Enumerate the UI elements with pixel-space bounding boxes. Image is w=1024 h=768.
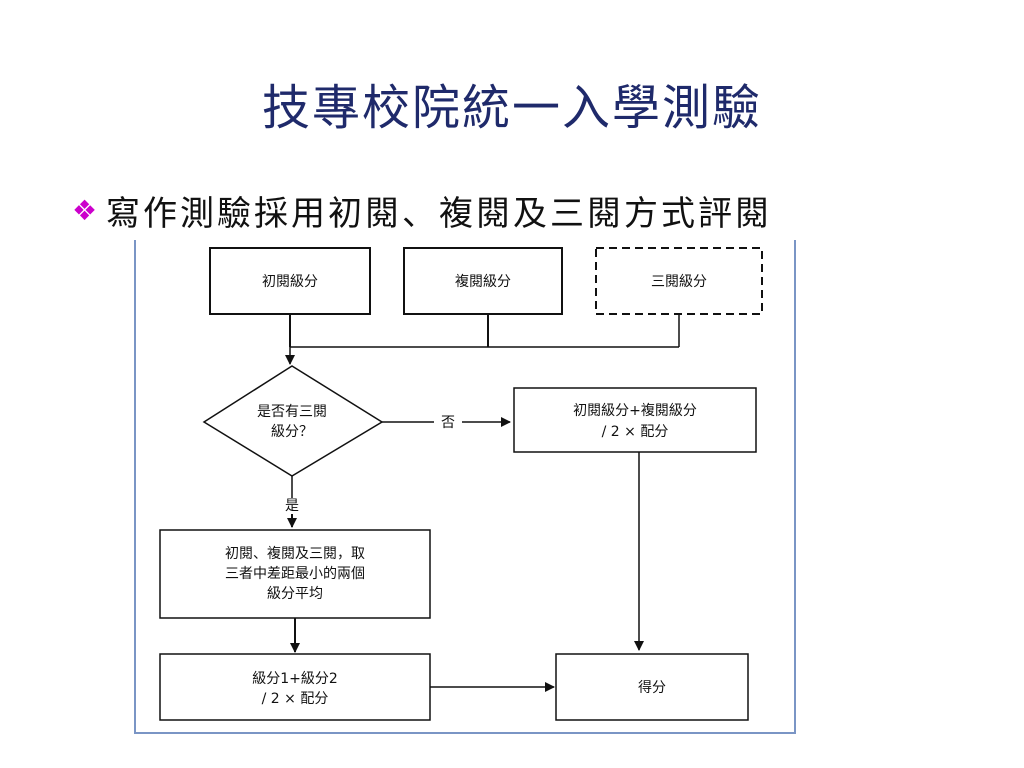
- formula-line1: 級分1+級分2: [252, 671, 338, 687]
- diamond-cluster-icon: ❖: [72, 193, 98, 227]
- no-label: 否: [441, 415, 455, 431]
- third-review-box: [595, 247, 763, 315]
- formula-line2: / 2 × 配分: [262, 691, 329, 707]
- flowchart: 初閱級分 複閱級分 三閱級分 是否有三閱 級分？ 否 初閱級分+複閱級分 / 2…: [159, 247, 763, 721]
- third-review-label: 三閱級分: [651, 274, 707, 290]
- decision-diamond: [202, 365, 384, 477]
- decision-label-line2: 級分？: [271, 424, 313, 440]
- bullet-item: ❖ 寫作測驗採用初閱、複閱及三閱方式評閱: [72, 186, 772, 235]
- closest-two-line2: 三者中差距最小的兩個: [225, 566, 365, 582]
- flowchart-frame: 初閱級分 複閱級分 三閱級分 是否有三閱 級分？ 否 初閱級分+複閱級分 / 2…: [134, 240, 796, 734]
- closest-two-box: [159, 529, 431, 619]
- decision-label-line1: 是否有三閱: [257, 404, 327, 420]
- first-review-box: [209, 247, 371, 315]
- first-review-label: 初閱級分: [262, 273, 318, 290]
- average-two-line2: / 2 × 配分: [602, 424, 669, 440]
- average-two-line1: 初閱級分+複閱級分: [573, 402, 697, 419]
- slide-title: 技專校院統一入學測驗: [261, 80, 762, 136]
- formula-box: [159, 653, 431, 721]
- closest-two-line1: 初閱、複閱及三閱，取: [225, 545, 365, 562]
- average-two-box: [513, 387, 757, 453]
- second-review-box: [403, 247, 563, 315]
- closest-two-line3: 級分平均: [267, 586, 323, 602]
- second-review-label: 複閱級分: [455, 273, 511, 290]
- score-label: 得分: [638, 679, 666, 696]
- score-box: [555, 653, 749, 721]
- yes-label: 是: [285, 498, 299, 514]
- bullet-text: 寫作測驗採用初閱、複閱及三閱方式評閱: [106, 194, 772, 234]
